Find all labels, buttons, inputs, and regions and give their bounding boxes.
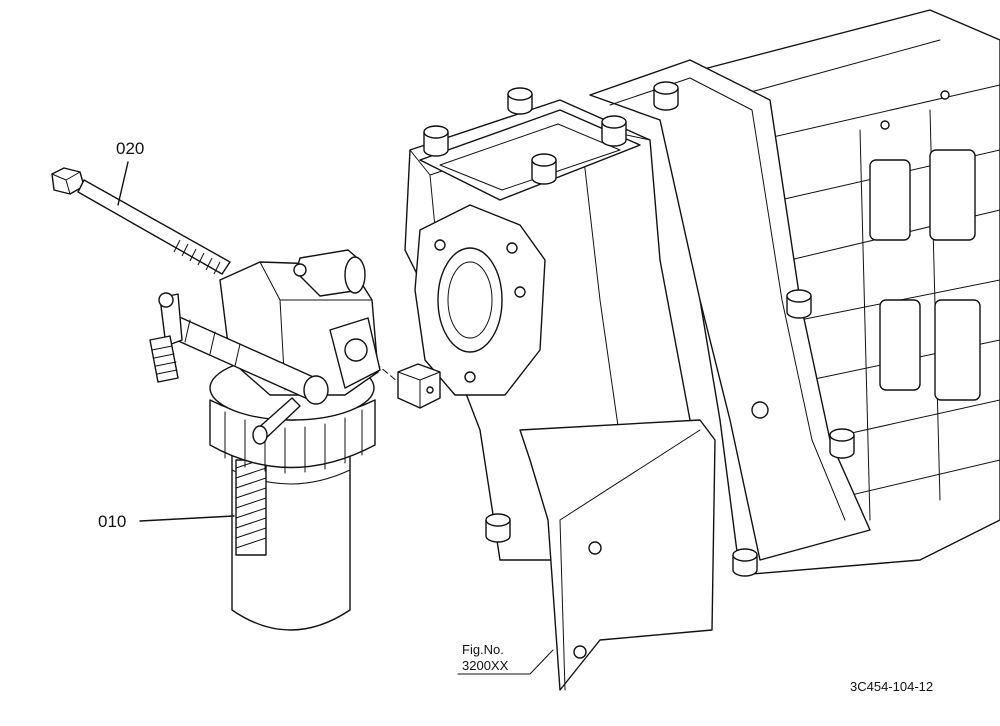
housing-bolt [829,428,855,459]
housing-bolt [423,125,449,157]
leader-line-020 [117,161,129,206]
leader-line-010 [139,515,235,522]
callout-020: 020 [116,139,144,206]
housing-bolt [485,513,511,543]
fuel-filter-assembly [149,249,381,631]
housing-bolt [531,153,557,185]
figure-number: 3200XX [462,658,509,673]
figure-leader-line [457,649,554,675]
engine-housing [404,9,1000,691]
housing-bolt [653,81,679,111]
figure-label: Fig.No. [462,642,504,657]
housing-bolt [601,115,627,147]
housing-bolt [786,289,812,319]
part-number-010: 010 [98,512,126,531]
callout-010: 010 [98,512,235,531]
drawing-code: 3C454-104-12 [850,679,933,694]
square-nut [397,363,441,409]
long-bolt [51,167,231,275]
housing-bolt [507,87,533,115]
part-number-020: 020 [116,139,144,158]
housing-bolt [732,548,758,577]
figure-reference: Fig.No. 3200XX [457,642,554,675]
